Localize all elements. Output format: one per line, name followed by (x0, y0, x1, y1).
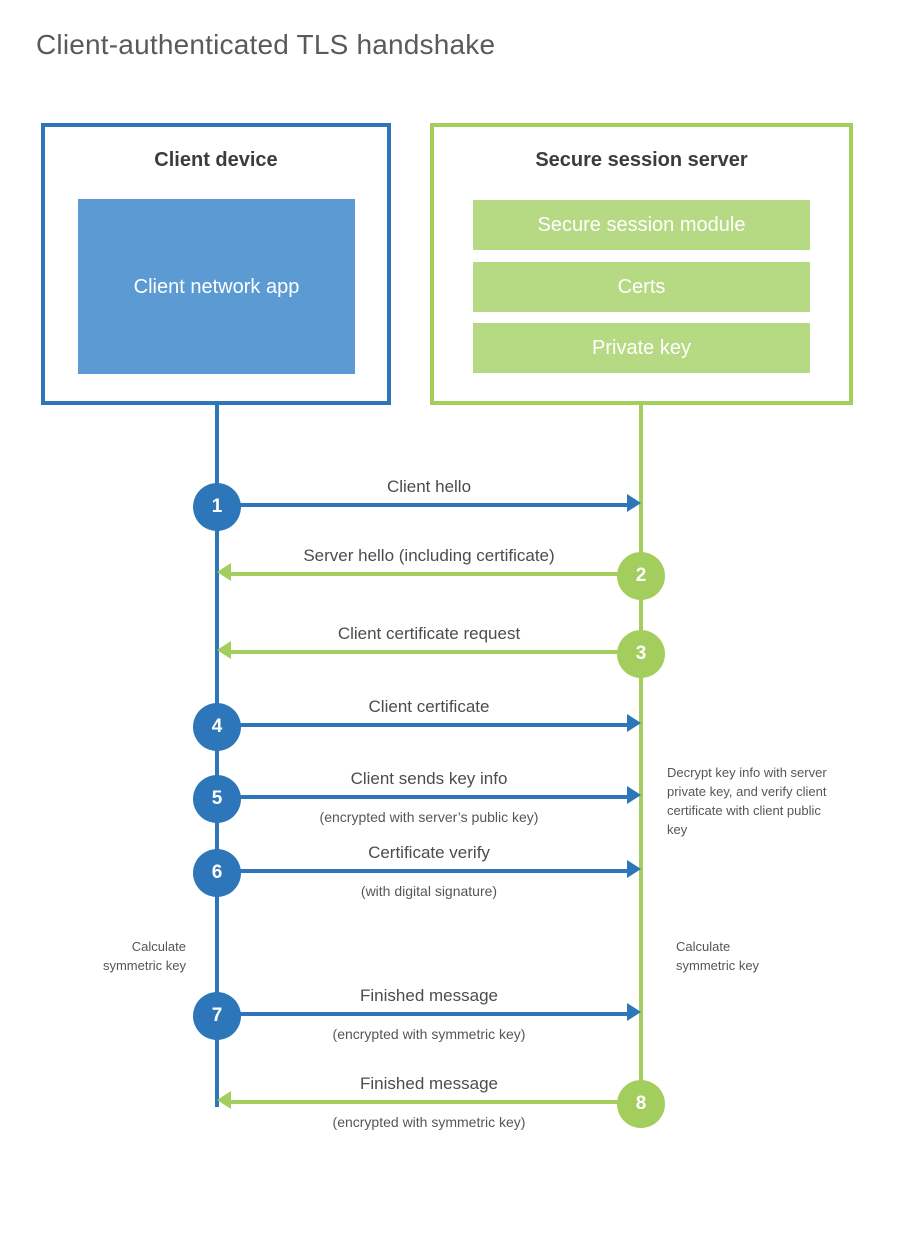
server-lifeline (639, 402, 643, 1128)
message-sublabel: (with digital signature) (360, 883, 498, 899)
calculate-symmetric-key-note-left: Calculate symmetric key (102, 939, 186, 973)
step-circle-7: 7 (193, 992, 241, 1040)
step-circle-6: 6 (193, 849, 241, 897)
message-sublabel: (encrypted with symmetric key) (332, 1026, 526, 1042)
message-arrow-line (219, 869, 628, 873)
message-sublabel: (encrypted with server’s public key) (319, 809, 539, 825)
message-arrow-line (219, 795, 628, 799)
secure-session-server-title: Secure session server (535, 149, 748, 171)
server-module-bar: Secure session module (473, 200, 810, 250)
step-number: 5 (211, 788, 223, 809)
arrow-left-icon (217, 1091, 231, 1109)
step-number: 8 (635, 1093, 647, 1114)
message-arrow-line (231, 1100, 639, 1104)
arrow-left-icon (217, 563, 231, 581)
page-title: Client-authenticated TLS handshake (36, 29, 496, 60)
client-device-title: Client device (154, 149, 278, 171)
client-lifeline (215, 402, 219, 1107)
message-arrow-line (219, 723, 628, 727)
step-circle-5: 5 (193, 775, 241, 823)
step-circle-8: 8 (617, 1080, 665, 1128)
message-arrow-line (219, 1012, 628, 1016)
arrow-right-icon (627, 786, 641, 804)
client-device-box: Client device Client network app (41, 123, 391, 405)
message-arrow-line (231, 650, 639, 654)
arrow-left-icon (217, 641, 231, 659)
decrypt-key-note: Decrypt key info with server private key… (667, 765, 827, 837)
message-label: Certificate verify (368, 843, 490, 862)
calculate-symmetric-key-note-right: Calculate symmetric key (676, 939, 760, 973)
step-circle-1: 1 (193, 483, 241, 531)
arrow-right-icon (627, 494, 641, 512)
arrow-right-icon (627, 714, 641, 732)
step-circle-3: 3 (617, 630, 665, 678)
step-number: 1 (211, 496, 223, 517)
step-number: 6 (211, 862, 223, 883)
client-network-app-box: Client network app (78, 199, 355, 374)
step-number: 2 (635, 565, 647, 586)
message-label: Client certificate request (337, 624, 521, 643)
message-label: Finished message (360, 1074, 498, 1093)
message-sublabel: (encrypted with symmetric key) (332, 1114, 526, 1130)
step-circle-2: 2 (617, 552, 665, 600)
client-network-app-label: Client network app (133, 275, 300, 298)
arrow-right-icon (627, 1003, 641, 1021)
message-label: Finished message (360, 986, 498, 1005)
message-arrow-line (219, 503, 628, 507)
message-label: Server hello (including certificate) (303, 546, 555, 565)
server-module-bar: Certs (473, 262, 810, 312)
step-number: 7 (211, 1005, 223, 1026)
server-module-bar: Private key (473, 323, 810, 373)
secure-session-server-box: Secure session server Secure session mod… (430, 123, 853, 405)
step-number: 3 (635, 643, 647, 664)
message-arrow-line (231, 572, 639, 576)
message-label: Client certificate (368, 697, 490, 716)
step-circle-4: 4 (193, 703, 241, 751)
message-label: Client sends key info (350, 769, 508, 788)
step-number: 4 (211, 716, 223, 737)
arrow-right-icon (627, 860, 641, 878)
message-label: Client hello (386, 477, 472, 496)
